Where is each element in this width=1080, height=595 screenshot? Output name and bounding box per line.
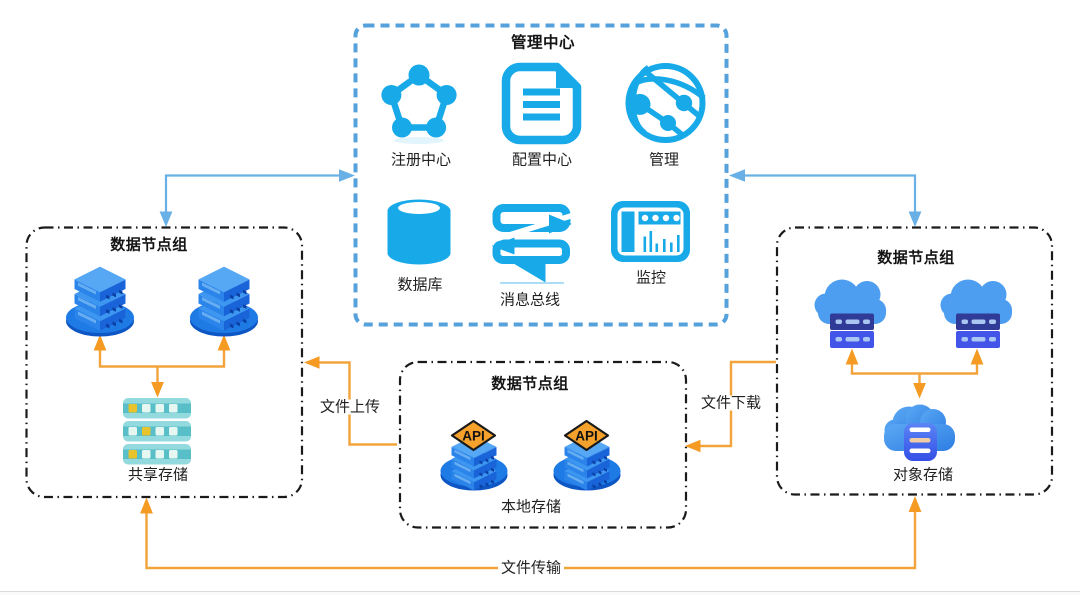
svg-text:API: API (462, 429, 485, 444)
local-storage-api-node-icon: API (554, 419, 621, 491)
management-label: 管理 (648, 151, 680, 169)
message-bus-icon (487, 204, 575, 284)
local-storage-label: 本地存储 (500, 498, 562, 515)
file-upload-label: 文件上传 (316, 399, 384, 415)
center-node-group-title: 数据节点组 (491, 375, 569, 393)
registry-network-icon (381, 64, 457, 144)
management-globe-icon (625, 63, 706, 143)
config-center-label: 配置中心 (511, 151, 573, 169)
right-group-storage-connector (845, 348, 984, 399)
page-edge-margin (0, 592, 1080, 595)
management-to-left-group-arrow (159, 169, 355, 227)
shared-storage-label: 共享存储 (127, 466, 189, 484)
page-edge-divider (0, 591, 1080, 592)
monitor-label: 监控 (635, 269, 667, 287)
management-to-right-group-arrow (729, 169, 922, 227)
right-node-group-box (775, 226, 1054, 496)
message-bus-label: 消息总线 (499, 291, 561, 309)
file-transfer-label: 文件传输 (497, 560, 565, 575)
left-node-group-box (25, 226, 304, 499)
data-node-server-icon (190, 267, 258, 337)
config-document-icon (501, 62, 582, 145)
management-center-title: 管理中心 (510, 34, 576, 52)
database-label: 数据库 (397, 276, 443, 294)
shared-storage-icon (123, 398, 191, 465)
left-group-storage-connector (93, 334, 231, 398)
local-storage-api-node-icon: API (441, 419, 508, 491)
monitor-dashboard-icon (611, 201, 690, 262)
right-node-group-title: 数据节点组 (877, 249, 955, 267)
svg-text:API: API (575, 429, 598, 444)
left-node-group-title: 数据节点组 (110, 236, 188, 253)
registry-center-label: 注册中心 (390, 151, 452, 169)
object-storage-icon (884, 404, 955, 461)
center-node-group-box (398, 360, 688, 529)
object-storage-label: 对象存储 (892, 466, 954, 484)
database-cylinder-icon (387, 199, 451, 265)
cloud-data-node-icon (940, 279, 1012, 348)
data-node-server-icon (66, 267, 134, 337)
cloud-data-node-icon (814, 279, 886, 348)
file-download-label: 文件下载 (697, 395, 765, 411)
